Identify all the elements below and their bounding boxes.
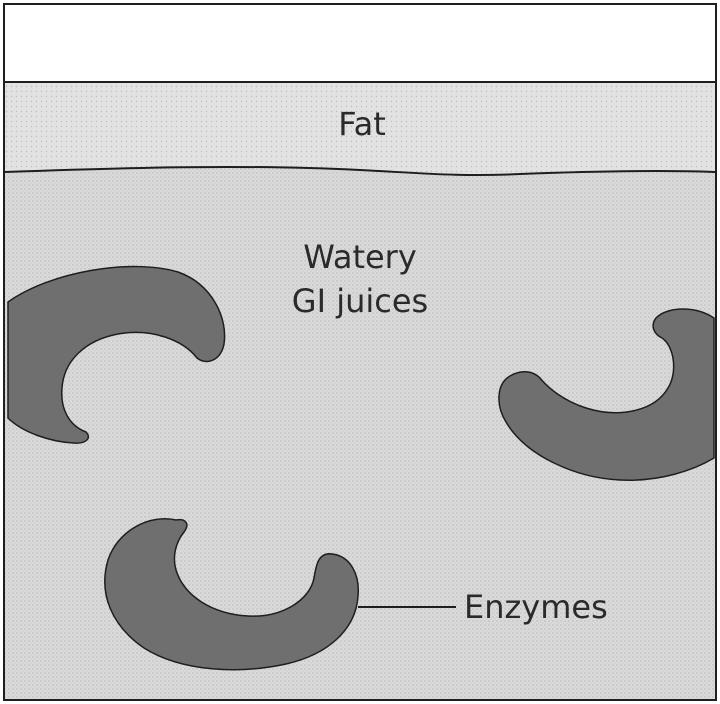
fat-label: Fat <box>338 105 386 143</box>
watery-label-line1: Watery <box>303 238 417 276</box>
watery-label-line2: GI juices <box>292 282 428 320</box>
enzymes-label: Enzymes <box>464 588 608 626</box>
